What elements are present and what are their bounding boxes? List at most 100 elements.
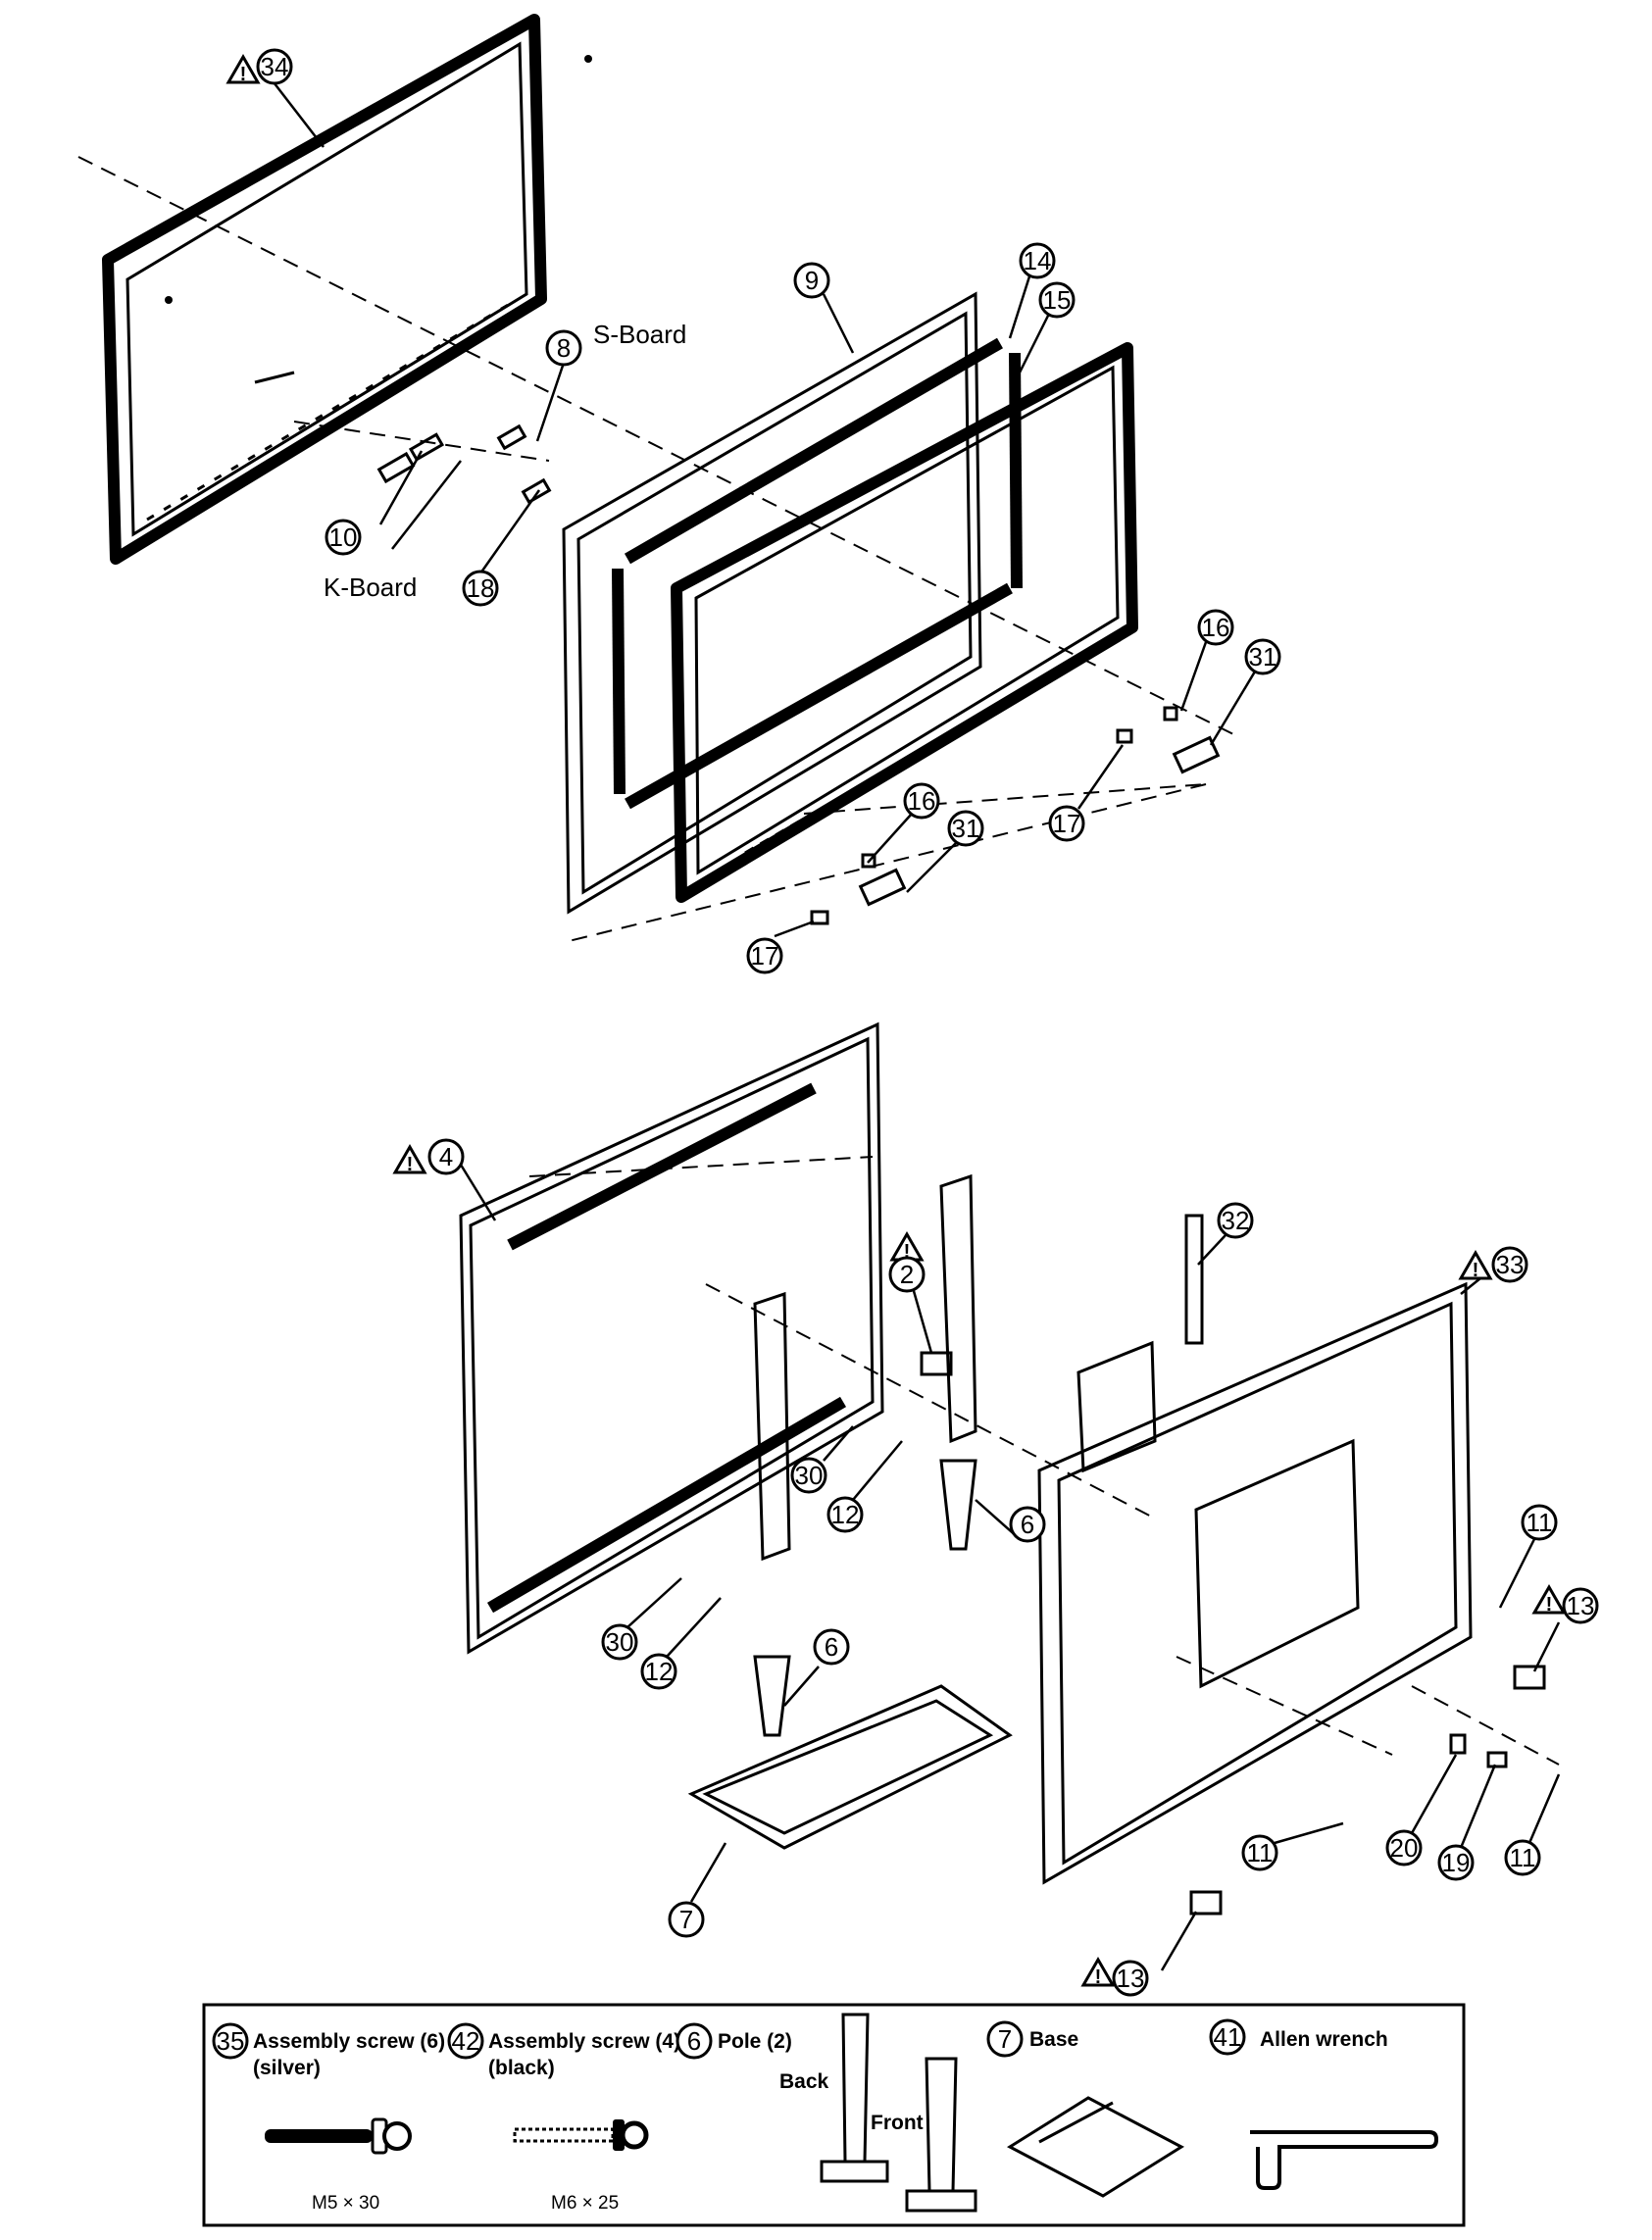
callout-6: 6 xyxy=(1009,1506,1046,1543)
svg-text:31: 31 xyxy=(952,814,980,843)
bottom-brackets xyxy=(810,706,1221,925)
svg-text:16: 16 xyxy=(1202,613,1230,642)
callout-11: 11 xyxy=(1241,1834,1278,1871)
black-screw-icon xyxy=(513,2119,649,2151)
callout-18: 18 xyxy=(462,570,499,607)
svg-text:!: ! xyxy=(407,1154,414,1175)
svg-text:6: 6 xyxy=(825,1632,838,1662)
svg-text:9: 9 xyxy=(805,266,819,295)
callout-31: 31 xyxy=(1244,638,1281,675)
stand-brackets xyxy=(753,1173,977,1737)
callout-11: 11 xyxy=(1504,1839,1541,1876)
callout-33: 33 xyxy=(1491,1246,1528,1283)
svg-text:34: 34 xyxy=(261,52,289,81)
callout-12: 12 xyxy=(826,1496,864,1533)
chassis-plate xyxy=(459,1021,884,1655)
svg-text:32: 32 xyxy=(1222,1206,1250,1235)
callout-35: 35 xyxy=(212,2022,249,2060)
callout-30: 30 xyxy=(790,1457,827,1494)
callout-17: 17 xyxy=(746,937,783,974)
callout-31: 31 xyxy=(947,810,984,847)
callout-16: 16 xyxy=(903,782,940,820)
callout-10: 10 xyxy=(325,519,362,556)
svg-text:!: ! xyxy=(1473,1260,1479,1281)
svg-text:6: 6 xyxy=(1021,1510,1034,1539)
callout-20: 20 xyxy=(1385,1829,1423,1867)
svg-text:8: 8 xyxy=(557,333,571,363)
silver-screw-label: Assembly screw (6) xyxy=(253,2030,445,2053)
silver-screw-note: (silver) xyxy=(253,2057,321,2079)
svg-text:20: 20 xyxy=(1390,1833,1419,1863)
svg-text:30: 30 xyxy=(795,1461,824,1490)
callout-13: 13 xyxy=(1562,1587,1599,1624)
svg-text:35: 35 xyxy=(217,2026,245,2056)
black-screw-note: (black) xyxy=(488,2057,555,2079)
s-board-label: S-Board xyxy=(593,320,686,349)
pole-label: Pole (2) xyxy=(718,2030,792,2053)
svg-text:12: 12 xyxy=(645,1657,674,1686)
callout-15: 15 xyxy=(1038,281,1076,319)
callout-34: 34 xyxy=(256,48,293,85)
pole-front-icon xyxy=(905,2057,977,2213)
callout-16: 16 xyxy=(1197,609,1234,646)
black-screw-size: M6 × 25 xyxy=(551,2193,619,2214)
gasket-strips xyxy=(612,337,1023,810)
svg-text:12: 12 xyxy=(831,1500,860,1529)
rear-cover xyxy=(1037,1281,1560,1916)
svg-text:7: 7 xyxy=(998,2024,1012,2054)
black-screw-label: Assembly screw (4) xyxy=(488,2030,680,2053)
allen-wrench-label: Allen wrench xyxy=(1260,2028,1388,2051)
svg-text:11: 11 xyxy=(1247,1838,1274,1867)
callout-32: 32 xyxy=(1217,1202,1254,1239)
svg-text:41: 41 xyxy=(1214,2022,1242,2052)
warning-icon: ! xyxy=(392,1143,427,1175)
svg-text:13: 13 xyxy=(1567,1591,1595,1620)
warning-icon: ! xyxy=(225,53,261,85)
callout-7: 7 xyxy=(668,1901,705,1938)
base-icon xyxy=(1006,2096,1185,2198)
svg-text:4: 4 xyxy=(439,1142,453,1171)
svg-text:6: 6 xyxy=(687,2026,701,2056)
silver-screw-icon xyxy=(265,2117,412,2155)
callout-19: 19 xyxy=(1437,1844,1475,1881)
svg-text:17: 17 xyxy=(751,941,779,971)
callout-14: 14 xyxy=(1019,242,1056,279)
silver-screw-size: M5 × 30 xyxy=(312,2193,379,2214)
callout-11: 11 xyxy=(1521,1504,1558,1541)
pole-back-icon xyxy=(820,2013,889,2183)
warning-icon: ! xyxy=(1458,1249,1493,1281)
callout-30: 30 xyxy=(601,1623,638,1661)
k-board-label: K-Board xyxy=(324,572,417,602)
svg-text:18: 18 xyxy=(467,573,495,603)
warning-icon: ! xyxy=(1531,1583,1567,1616)
callout-17: 17 xyxy=(1048,805,1085,842)
svg-text:7: 7 xyxy=(679,1905,693,1934)
svg-text:42: 42 xyxy=(452,2026,480,2056)
svg-text:10: 10 xyxy=(329,523,358,552)
callout-42: 42 xyxy=(447,2022,484,2060)
board-pieces xyxy=(376,423,552,505)
allen-wrench-icon xyxy=(1250,2130,1438,2190)
front-bezel xyxy=(102,14,592,565)
svg-text:16: 16 xyxy=(908,786,936,816)
svg-text:!: ! xyxy=(1095,1966,1102,1988)
terminal-plate xyxy=(1076,1214,1204,1473)
callout-6: 6 xyxy=(813,1628,850,1666)
callout-41: 41 xyxy=(1209,2018,1246,2056)
callout-12: 12 xyxy=(640,1653,677,1690)
accessories-box: 35 Assembly screw (6) (silver) M5 × 30 4… xyxy=(202,2003,1466,2227)
panel-frame xyxy=(671,342,1138,903)
pole-back-label: Back xyxy=(779,2070,829,2093)
callout-7-base: 7 xyxy=(986,2020,1024,2058)
leader-lines xyxy=(270,77,1561,1971)
callout-8: 8 xyxy=(545,329,582,367)
svg-text:!: ! xyxy=(1546,1594,1553,1616)
callout-4: 4 xyxy=(427,1138,465,1175)
svg-text:31: 31 xyxy=(1249,642,1277,672)
svg-text:14: 14 xyxy=(1024,246,1052,275)
svg-text:!: ! xyxy=(904,1241,911,1263)
svg-text:2: 2 xyxy=(900,1260,914,1289)
front-glass xyxy=(562,291,982,915)
warning-icon: ! xyxy=(1080,1956,1116,1988)
